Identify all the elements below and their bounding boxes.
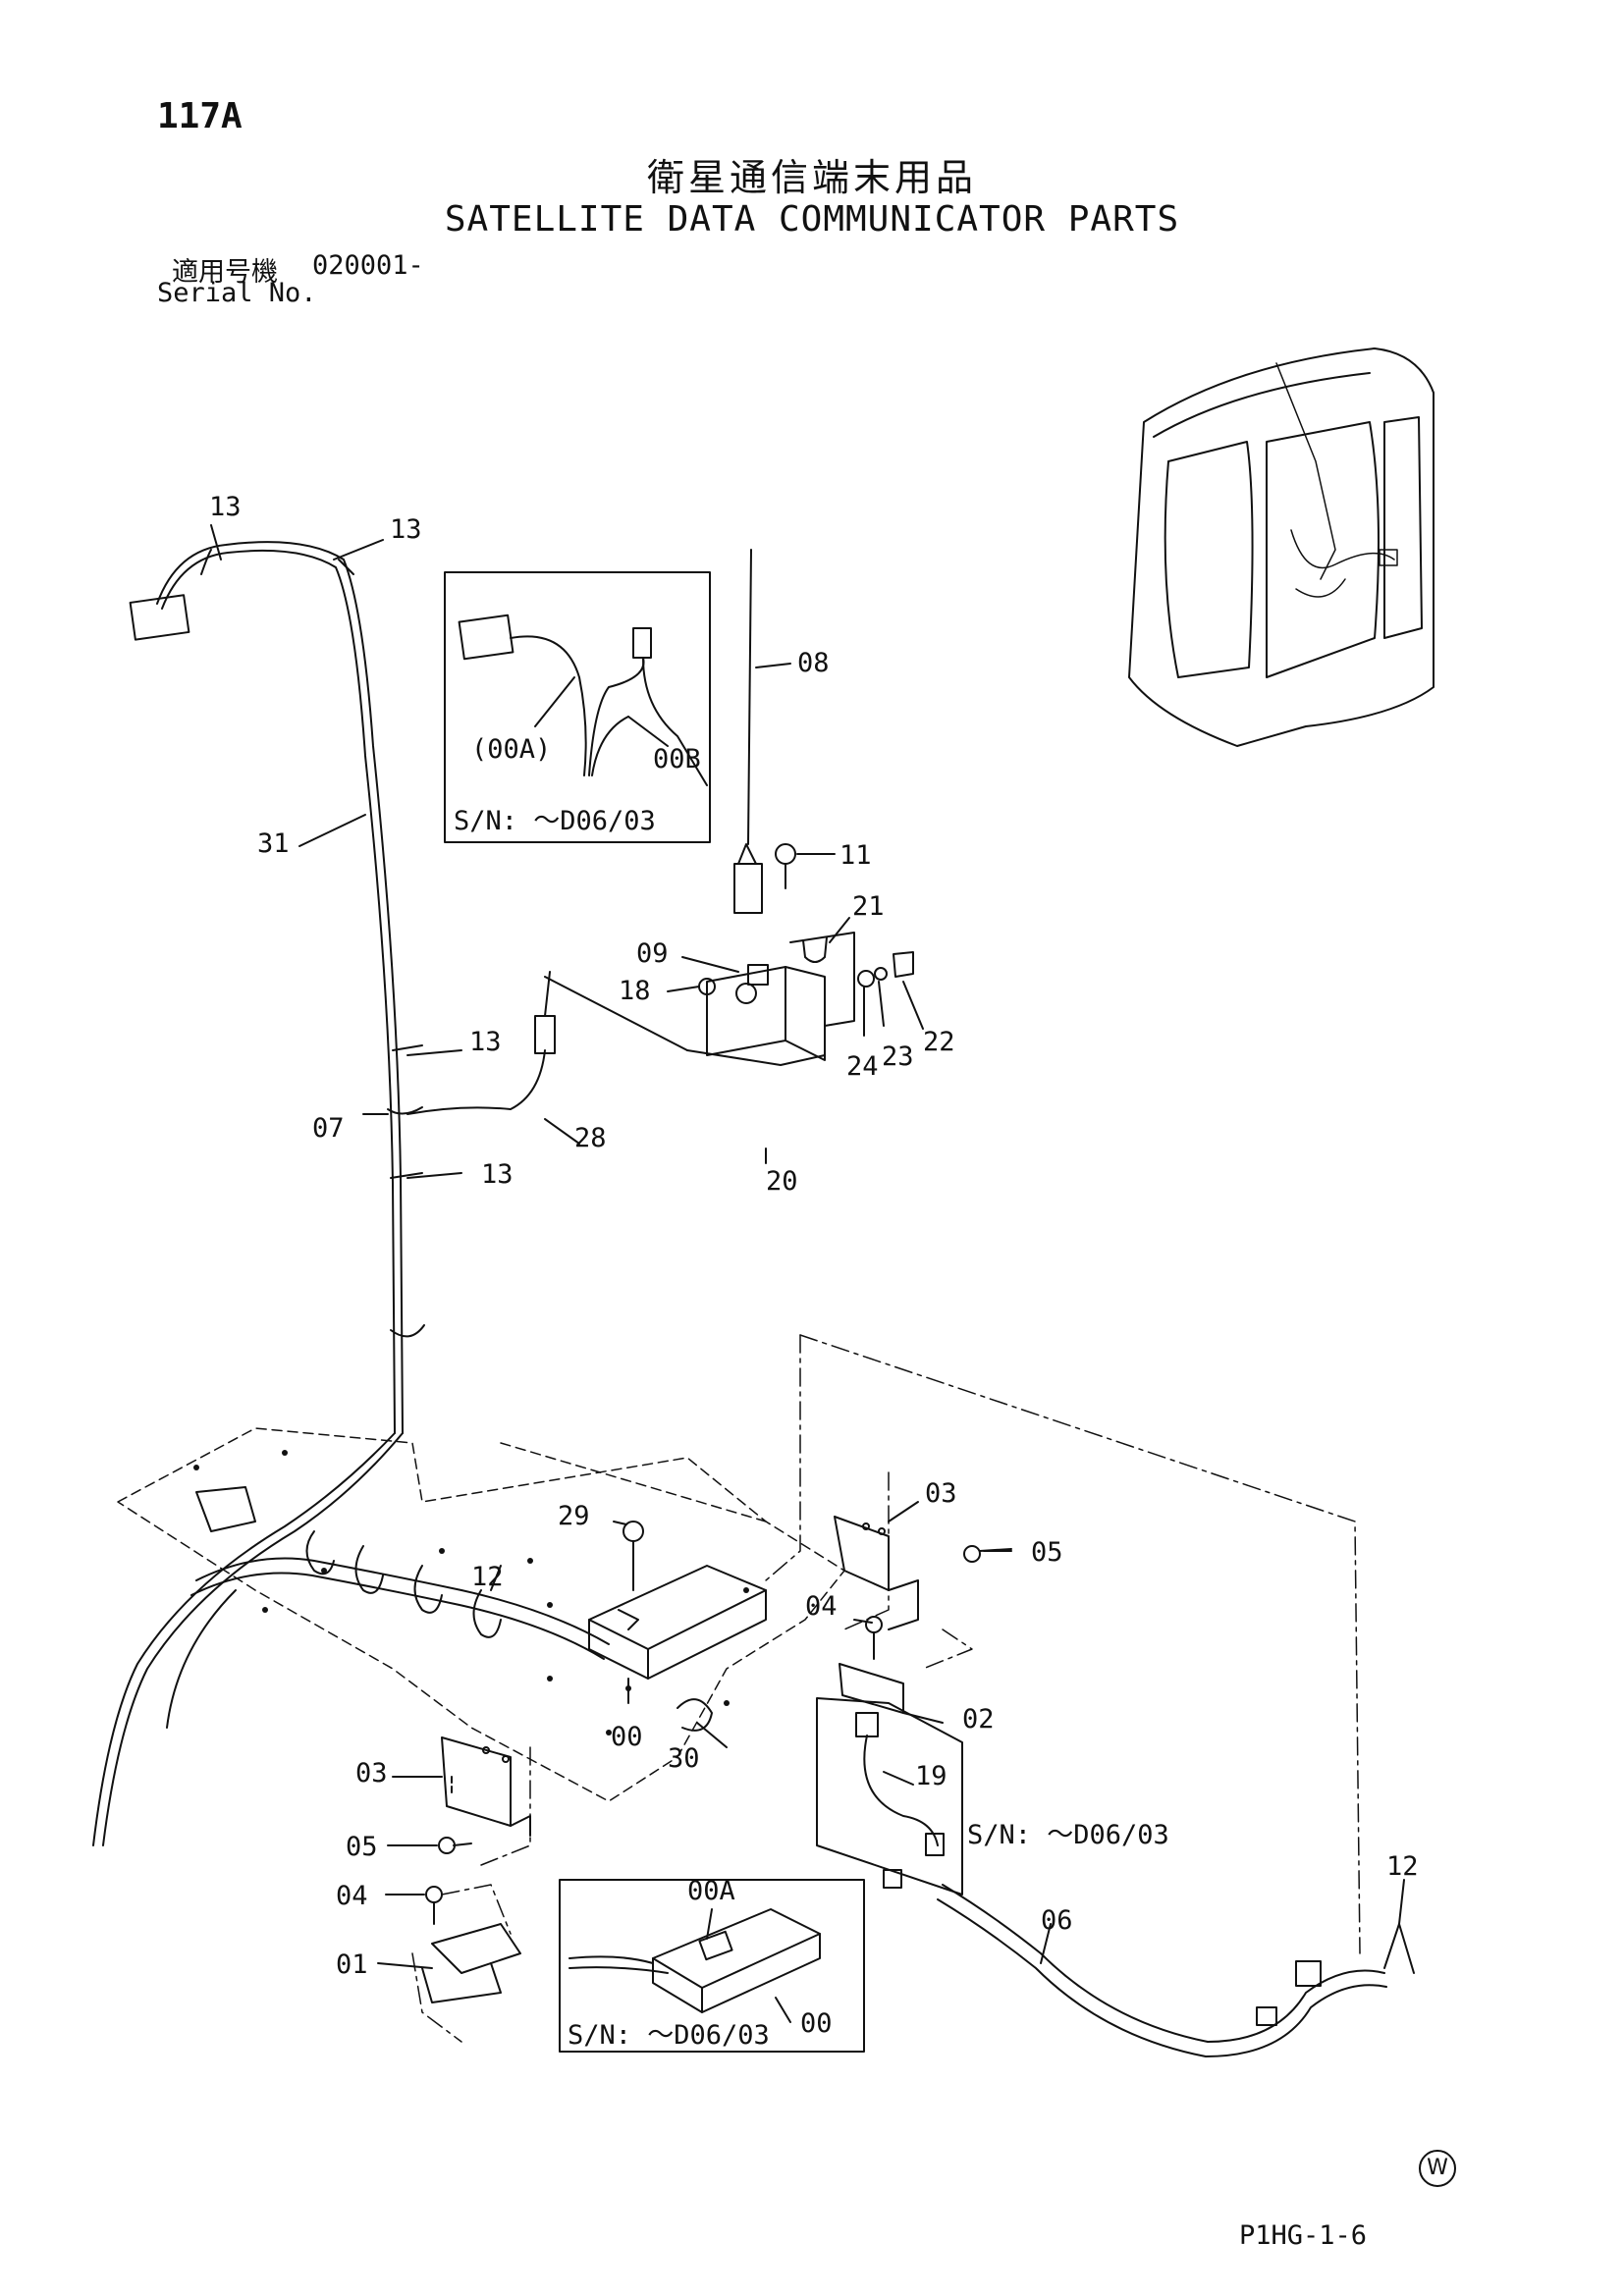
inset-middle-serial: S/N: ～D06/03: [967, 1820, 1169, 1850]
inset-top-label-00a: (00A): [471, 734, 551, 765]
callout-30: 30: [668, 1743, 700, 1774]
callout-13: 13: [469, 1027, 502, 1057]
inset-bottom-label-00: 00: [800, 2008, 833, 2039]
callout-13: 13: [209, 492, 242, 522]
serial-value: 020001-: [312, 250, 424, 281]
page-number: 117A: [157, 96, 243, 136]
callout-12: 12: [471, 1562, 504, 1592]
inset-bottom-label-00a: 00A: [687, 1876, 735, 1906]
callout-12: 12: [1386, 1851, 1419, 1882]
callout-05: 05: [346, 1832, 378, 1862]
callout-19: 19: [915, 1761, 947, 1791]
callout-01: 01: [336, 1949, 368, 1980]
callout-03: 03: [355, 1758, 388, 1789]
cab-illustration: [1128, 347, 1435, 747]
title-japanese: 衛星通信端末用品: [646, 156, 977, 199]
callout-11: 11: [839, 840, 872, 871]
callout-00: 00: [611, 1722, 643, 1752]
callout-02: 02: [962, 1704, 995, 1735]
callout-20: 20: [766, 1166, 798, 1197]
callout-08: 08: [797, 648, 830, 678]
callout-06: 06: [1041, 1905, 1073, 1936]
callout-18: 18: [619, 976, 651, 1006]
inset-box-middle: [816, 1697, 963, 1896]
inset-bottom-serial: S/N: ～D06/03: [568, 2020, 770, 2051]
callout-04: 04: [805, 1591, 838, 1622]
inset-top-serial: S/N: ～D06/03: [454, 806, 656, 836]
callout-13: 13: [390, 514, 422, 545]
callout-23: 23: [882, 1041, 914, 1072]
callout-24: 24: [846, 1051, 879, 1082]
callout-04: 04: [336, 1881, 368, 1911]
callout-31: 31: [257, 828, 290, 859]
callout-13: 13: [481, 1159, 514, 1190]
inset-top-label-00b: 00B: [653, 744, 701, 774]
callout-22: 22: [923, 1027, 955, 1057]
callout-07: 07: [312, 1113, 345, 1144]
callout-09: 09: [636, 938, 669, 969]
page-code: P1HG-1-6: [1239, 2220, 1368, 2251]
inset-box-bottom: [559, 1879, 865, 2053]
callout-21: 21: [852, 891, 885, 922]
inset-box-top: [444, 571, 711, 843]
callout-03: 03: [925, 1478, 957, 1509]
callout-05: 05: [1031, 1537, 1063, 1568]
watermark-badge: W: [1419, 2150, 1456, 2187]
callout-29: 29: [558, 1501, 590, 1531]
serial-label-japanese: 適用号機: [172, 257, 278, 288]
callout-28: 28: [574, 1123, 607, 1153]
serial-label-english: Serial No.: [157, 278, 317, 308]
title-english: SATELLITE DATA COMMUNICATOR PARTS: [444, 199, 1180, 240]
